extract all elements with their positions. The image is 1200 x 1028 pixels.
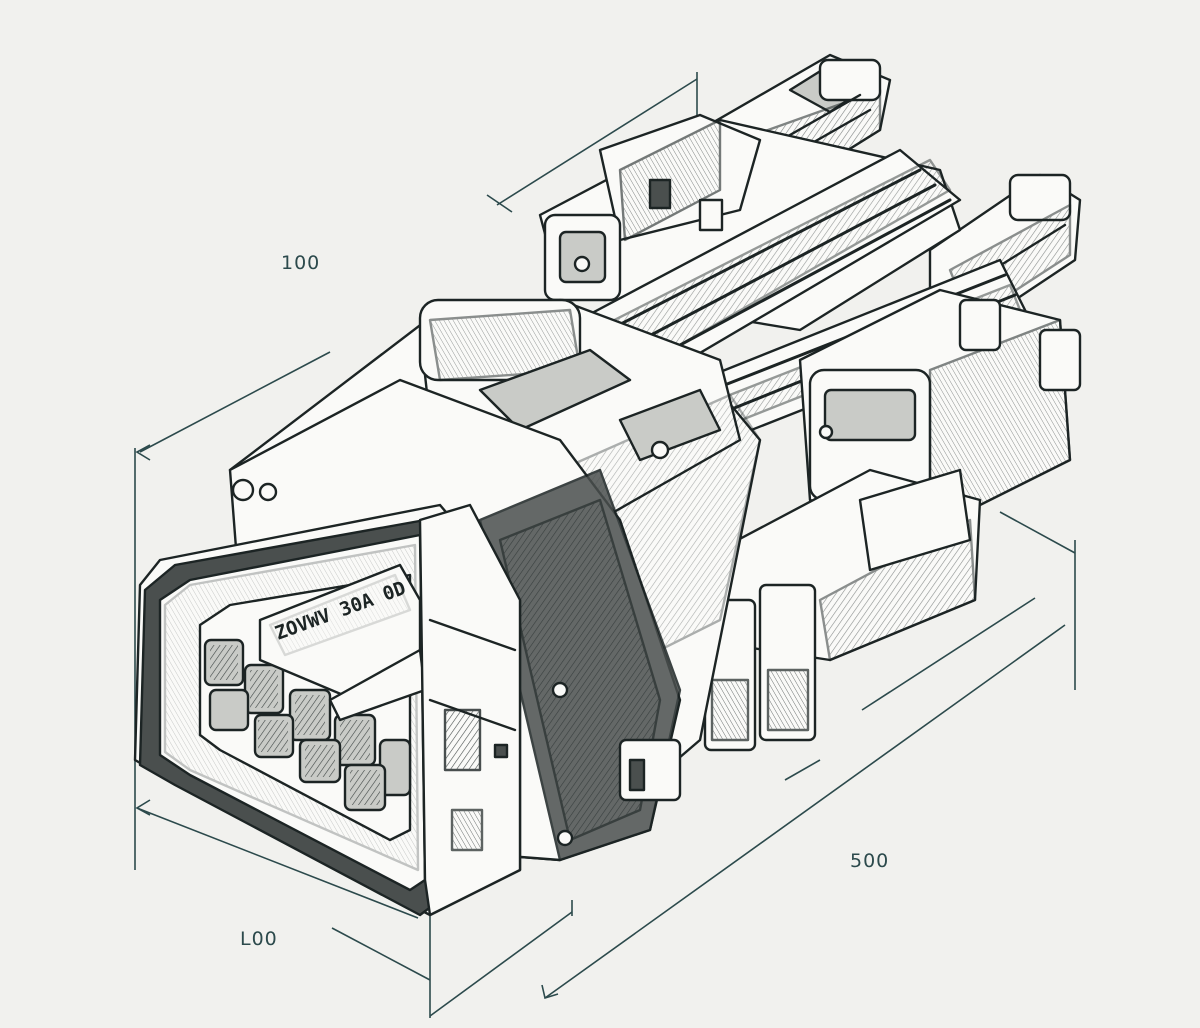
pin-hatch <box>210 645 380 805</box>
lower-bracket <box>698 468 982 752</box>
connector-assembly <box>133 53 1082 917</box>
dimension-left-height <box>134 351 419 919</box>
front-side-panel <box>418 503 522 917</box>
dimension-right-length <box>541 511 1076 1000</box>
label-plate <box>258 563 427 722</box>
dimension-lines <box>134 72 1076 1018</box>
dimension-label-right: 500 <box>850 850 890 872</box>
dimension-label-left: L00 <box>240 928 278 950</box>
dimension-bottom-depth <box>331 900 573 1018</box>
dimension-label-top: 100 <box>281 252 321 274</box>
